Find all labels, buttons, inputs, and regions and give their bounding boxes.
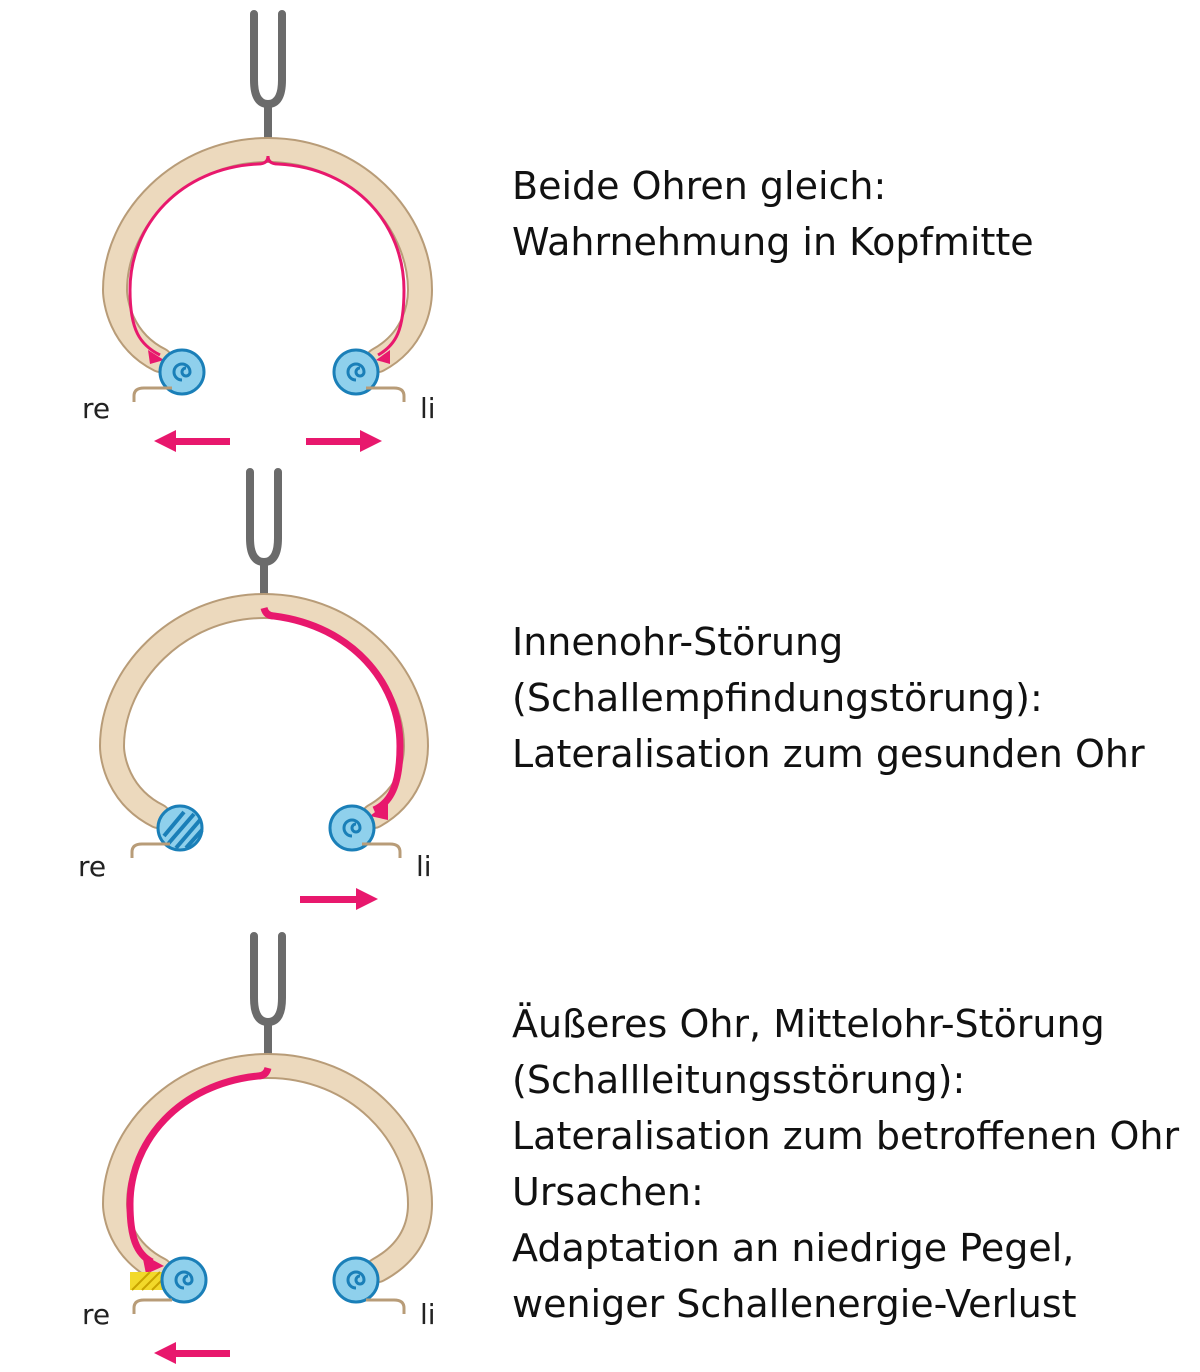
ear-canal-right xyxy=(132,386,172,402)
caption-line: Äußeres Ohr, Mittelohr-Störung xyxy=(512,1002,1105,1046)
tuning-fork-icon xyxy=(250,10,286,155)
panel-both-ears-equal: re li Beide Ohren gleich: Wahrnehmung in… xyxy=(0,0,1200,460)
caption-line: weniger Schallenergie-Verlust xyxy=(512,1282,1077,1326)
weber-test-diagram-normal xyxy=(101,10,434,452)
caption-line: Lateralisation zum betroffenen Ohr xyxy=(512,1114,1180,1158)
sound-path-left xyxy=(260,606,404,814)
sound-path-right xyxy=(126,1066,272,1266)
caption-panel-1: Beide Ohren gleich: Wahrnehmung in Kopfm… xyxy=(512,158,1034,270)
ear-canal-right xyxy=(130,842,170,858)
caption-line: Adaptation an niedrige Pegel, xyxy=(512,1226,1075,1270)
caption-panel-3: Äußeres Ohr, Mittelohr-Störung (Schallle… xyxy=(512,996,1179,1332)
caption-line: Ursachen: xyxy=(512,1170,704,1214)
cochlea-left-icon xyxy=(328,804,376,852)
ear-label-right: re xyxy=(82,1298,111,1331)
ear-label-left: li xyxy=(420,392,436,425)
cochlea-right-icon xyxy=(158,348,206,396)
weber-test-diagram-inner-ear xyxy=(98,468,430,910)
lateralization-arrow-left xyxy=(306,430,382,452)
arrowhead-left-ear xyxy=(376,350,390,364)
caption-panel-2: Innenohr-Störung (Schallempfindungstörun… xyxy=(512,614,1145,782)
weber-test-diagram-conductive xyxy=(101,932,434,1364)
caption-line: Lateralisation zum gesunden Ohr xyxy=(512,732,1145,776)
lateralization-arrow-left xyxy=(300,888,378,910)
ear-canal-right xyxy=(132,1298,172,1314)
ear-label-left: li xyxy=(420,1298,436,1331)
cochlea-left-icon xyxy=(332,1256,380,1304)
arrowhead-right-ear xyxy=(142,1254,164,1274)
ear-canal-left xyxy=(366,386,406,402)
sound-path-both xyxy=(128,155,406,357)
arrowhead-right-ear xyxy=(148,350,164,364)
cochlea-left-icon xyxy=(332,348,380,396)
cochlea-right-icon xyxy=(160,1256,208,1304)
tuning-fork-icon xyxy=(250,932,286,1071)
ear-canal-left xyxy=(362,842,402,858)
caption-line: Innenohr-Störung xyxy=(512,620,844,664)
caption-line: Wahrnehmung in Kopfmitte xyxy=(512,220,1034,264)
caption-line: (Schallleitungsstörung): xyxy=(512,1058,966,1102)
arrowhead-left-ear xyxy=(370,802,388,820)
lateralization-arrow-right xyxy=(154,1342,230,1364)
ear-label-right: re xyxy=(82,392,111,425)
ear-canal-left xyxy=(366,1298,406,1314)
panel-conductive-disorder: re li Äußeres Ohr, Mittelohr-Störung (Sc… xyxy=(0,912,1200,1364)
caption-line: (Schallempfindungstörung): xyxy=(512,676,1043,720)
ear-label-left: li xyxy=(416,850,432,883)
tuning-fork-icon xyxy=(246,468,282,611)
caption-line: Beide Ohren gleich: xyxy=(512,164,887,208)
ear-label-right: re xyxy=(78,850,107,883)
cochlea-right-damaged-icon xyxy=(156,804,204,852)
panel-inner-ear-disorder: re li Innenohr-Störung (Schallempfindung… xyxy=(0,458,1200,918)
lateralization-arrow-right xyxy=(154,430,230,452)
